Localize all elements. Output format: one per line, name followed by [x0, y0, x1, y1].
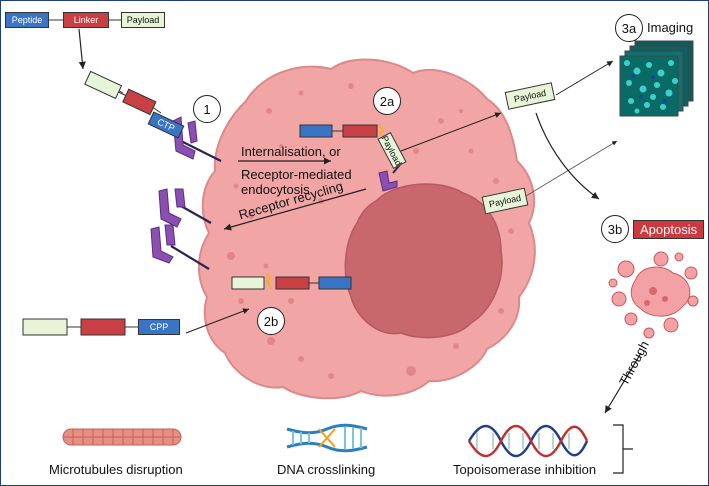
dna-helix-graphic: [467, 424, 589, 458]
cell-vesicles: [227, 83, 514, 379]
step-2b: 2b: [257, 307, 285, 335]
receptor-stalks: [170, 140, 222, 270]
apoptotic-fragments: [608, 251, 699, 339]
step-1: 1: [193, 95, 221, 123]
step-3a: 3a: [615, 14, 643, 42]
dna-crosslink-graphic: [286, 423, 368, 453]
topoisomerase-label: Topoisomerase inhibition: [453, 462, 597, 477]
legend-peptide: Peptide: [5, 12, 49, 28]
step-2a: 2a: [373, 87, 401, 115]
imaging-label: Imaging: [647, 20, 694, 35]
receptor-mediated-label: Receptor-mediated: [241, 167, 352, 182]
dna-crosslinking-label: DNA crosslinking: [277, 462, 376, 477]
microtubules-label: Microtubules disruption: [49, 462, 183, 477]
legend-linker: Linker: [63, 12, 109, 28]
bracket: [613, 424, 633, 474]
legend-payload: Payload: [121, 12, 165, 28]
internal-receptor: [378, 170, 398, 192]
apoptosis-label: Apoptosis: [633, 220, 705, 239]
endocytosis-label: endocytosis: [241, 182, 310, 197]
imaging-stack: [619, 40, 694, 117]
receptor-heads: [150, 116, 198, 264]
nucleus: [344, 183, 503, 339]
cpp-peptide: CPP: [138, 319, 180, 335]
internalisation-label: Internalisation, or: [241, 144, 341, 159]
microtubule-graphic: [62, 428, 182, 446]
step-3b: 3b: [601, 215, 629, 243]
